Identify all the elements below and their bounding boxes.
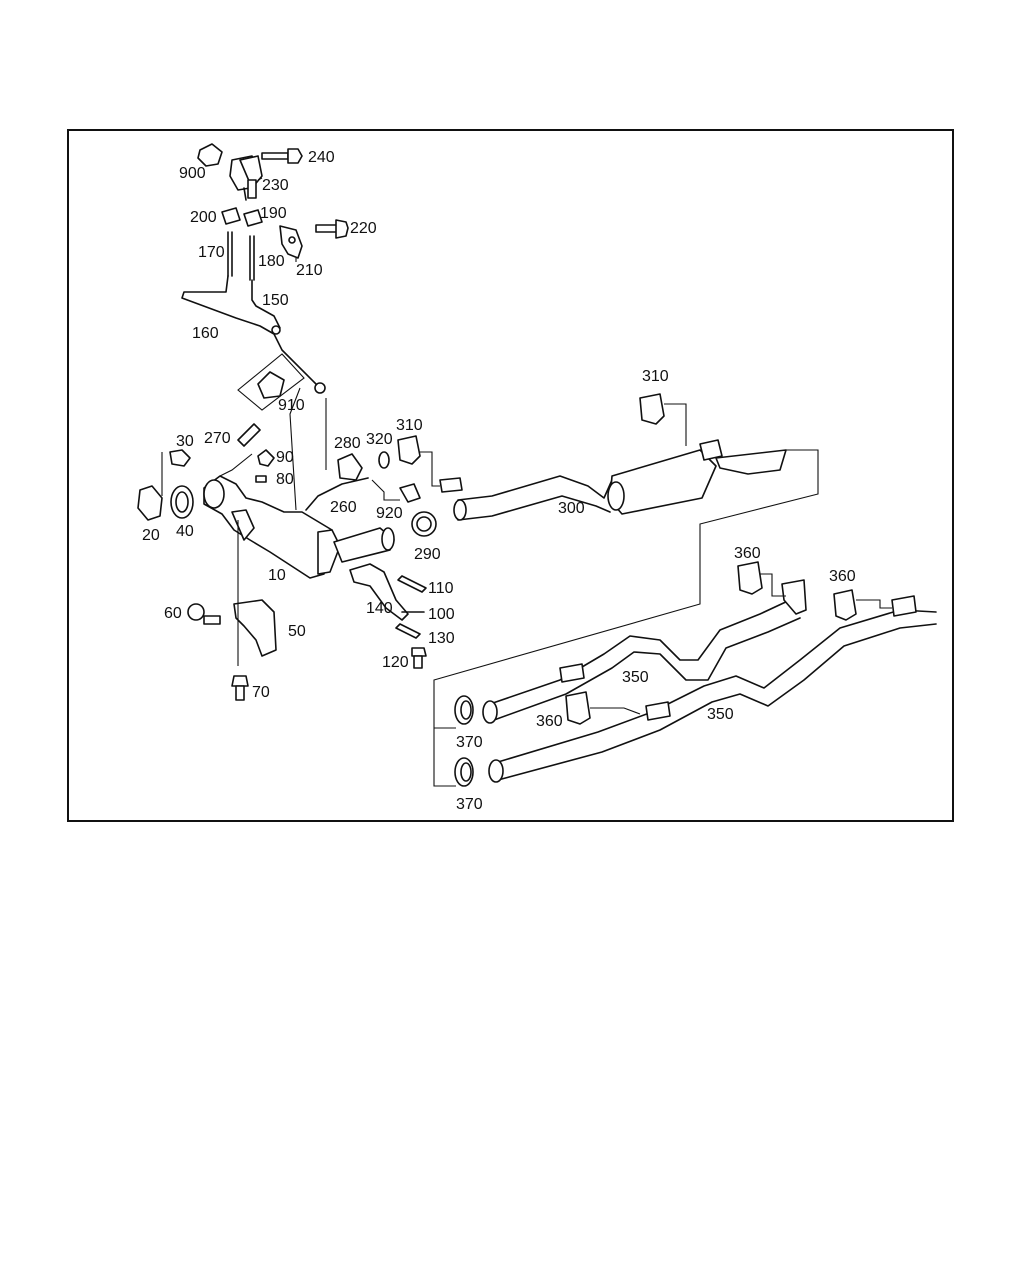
part-190-clamp xyxy=(243,209,263,227)
part-170-hose xyxy=(227,231,233,277)
part-270-sensor xyxy=(237,423,261,447)
part-360b-hanger xyxy=(833,589,857,621)
label-140: 140 xyxy=(366,600,393,617)
label-300: 300 xyxy=(558,500,585,517)
label-350b: 350 xyxy=(707,706,734,723)
label-270: 270 xyxy=(204,430,231,447)
part-260-line xyxy=(305,477,369,511)
label-10: 10 xyxy=(268,567,286,584)
part-350b-pipe xyxy=(488,595,937,783)
label-100: 100 xyxy=(428,606,455,623)
part-290-clamp xyxy=(411,511,437,537)
part-300-muffler xyxy=(439,439,787,521)
label-120: 120 xyxy=(382,654,409,671)
part-20-gasket xyxy=(137,485,163,521)
label-240: 240 xyxy=(308,149,335,166)
part-30-bolt xyxy=(169,449,191,467)
label-260: 260 xyxy=(330,499,357,516)
part-230-sensor xyxy=(239,155,263,199)
part-130-strap xyxy=(395,623,421,639)
label-70: 70 xyxy=(252,684,270,701)
part-310a-hanger xyxy=(397,435,421,465)
part-200-clamp xyxy=(221,207,241,225)
label-910: 910 xyxy=(278,397,305,414)
label-60: 60 xyxy=(164,605,182,622)
part-280-cover xyxy=(337,453,363,481)
part-360c-hanger xyxy=(565,691,591,725)
label-220: 220 xyxy=(350,220,377,237)
part-310b-hanger xyxy=(639,393,665,425)
part-140-bracket xyxy=(349,563,409,621)
label-350a: 350 xyxy=(622,669,649,686)
label-360c: 360 xyxy=(536,713,563,730)
part-60-bolt xyxy=(187,603,221,625)
part-70-bolt xyxy=(231,675,249,701)
label-320: 320 xyxy=(366,431,393,448)
part-80-clip xyxy=(255,475,267,483)
label-230: 230 xyxy=(262,177,289,194)
label-20: 20 xyxy=(142,527,160,544)
part-90-nut xyxy=(257,449,275,467)
part-10-particulate-filter xyxy=(203,475,341,579)
part-360a-hanger xyxy=(737,561,763,595)
part-160-pressure-line xyxy=(181,275,326,394)
part-350a-pipe xyxy=(482,579,807,724)
label-210: 210 xyxy=(296,262,323,279)
label-310a: 310 xyxy=(396,417,423,434)
part-50-bracket xyxy=(233,599,277,657)
part-370a-clamp xyxy=(454,695,474,725)
label-920: 920 xyxy=(376,505,403,522)
label-200: 200 xyxy=(190,209,217,226)
label-280: 280 xyxy=(334,435,361,452)
label-40: 40 xyxy=(176,523,194,540)
label-160: 160 xyxy=(192,325,219,342)
diagram-frame xyxy=(67,129,954,822)
part-110-strap xyxy=(397,575,427,593)
label-150: 150 xyxy=(262,292,289,309)
label-130: 130 xyxy=(428,630,455,647)
leader-lines xyxy=(161,177,892,787)
label-50: 50 xyxy=(288,623,306,640)
label-310b: 310 xyxy=(642,368,669,385)
part-220-bolt xyxy=(315,219,349,239)
callout-labels: 900 240 230 200 190 220 170 180 210 150 … xyxy=(142,149,856,813)
part-180-hose xyxy=(249,235,255,281)
label-170: 170 xyxy=(198,244,225,261)
flex-pipe xyxy=(333,527,395,563)
part-920-cover xyxy=(399,483,421,503)
label-290: 290 xyxy=(414,546,441,563)
part-40-ring xyxy=(170,485,194,519)
label-360b: 360 xyxy=(829,568,856,585)
label-30: 30 xyxy=(176,433,194,450)
label-360a: 360 xyxy=(734,545,761,562)
part-370b-clamp xyxy=(454,757,474,787)
part-320-ring xyxy=(378,451,390,469)
label-900: 900 xyxy=(179,165,206,182)
part-120-bolt xyxy=(411,647,427,669)
label-180: 180 xyxy=(258,253,285,270)
label-370a: 370 xyxy=(456,734,483,751)
part-910-cover xyxy=(237,353,305,411)
label-370b: 370 xyxy=(456,796,483,813)
label-190: 190 xyxy=(260,205,287,222)
label-110: 110 xyxy=(428,580,454,597)
label-90: 90 xyxy=(276,449,294,466)
label-80: 80 xyxy=(276,471,294,488)
part-210-bracket xyxy=(279,225,303,259)
part-240-bolt xyxy=(261,148,303,164)
